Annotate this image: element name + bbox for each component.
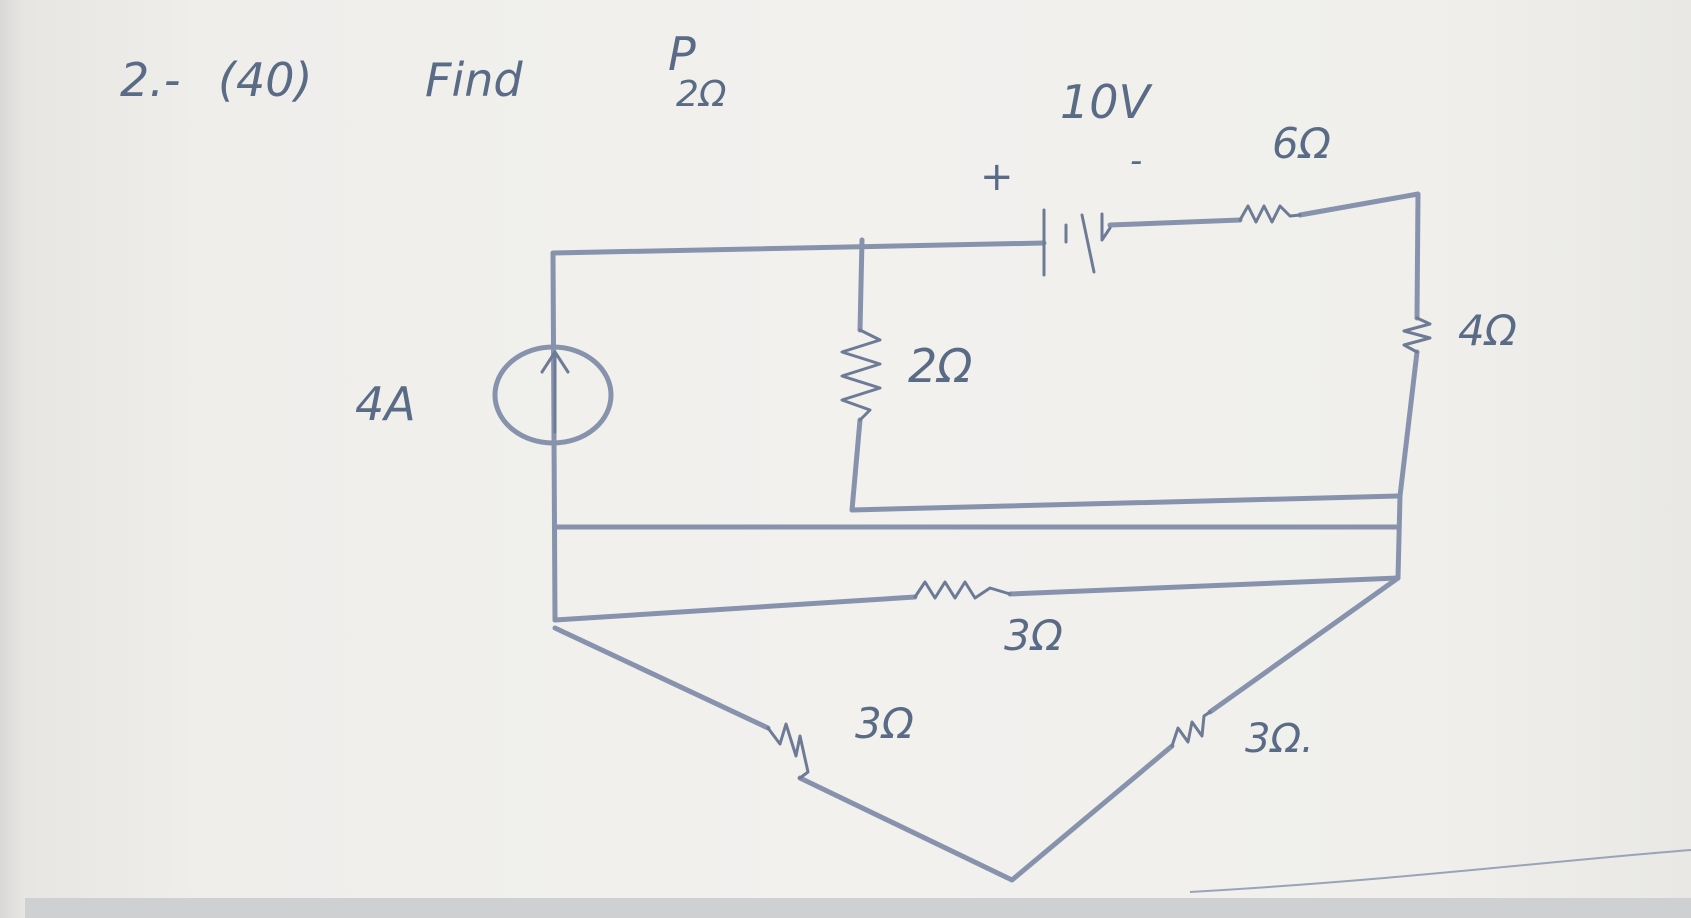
find-word: Find [425,53,523,107]
resistor-3-middle-label: 3Ω [1004,611,1063,660]
paper-fold-line [1189,849,1691,893]
right-vertical-wire [1397,349,1420,499]
left-vertical-wire [550,250,558,623]
page-edge-shadow [0,0,25,918]
resistor-3-ohm-right: 3Ω. [1170,710,1314,762]
power-subscript: 2Ω [676,74,727,115]
wires [550,191,1421,883]
resistor-6-label: 6Ω [1272,119,1331,168]
resistor-3-ohm-middle: 3Ω [913,580,1063,660]
top-right-wire [1297,191,1421,321]
top-left-wire [550,240,1047,256]
current-source-label: 4A [355,377,416,431]
right-lower-wire [1395,493,1403,581]
problem-title: 2.- (40) Find P 2Ω [120,27,727,115]
middle-rail-wire [849,493,1403,513]
page-bottom-strip [25,898,1691,918]
resistor-4-zigzag [1402,316,1432,354]
resistor-2-label: 2Ω [908,339,972,393]
top-mid-wire [1107,217,1243,228]
battery-plate-right [1100,212,1112,242]
resistor-3-right-zigzag [1170,710,1212,748]
battery-minus-sign: - [1130,141,1142,181]
resistor-4-label: 4Ω [1458,306,1517,355]
power-symbol: P [668,27,696,81]
resistor-3-right-label: 3Ω. [1245,716,1314,762]
mid-branch-bottom-wire [849,417,863,513]
problem-number: 2.- [120,53,181,107]
v-left-upper-wire [552,625,771,731]
mid3-left-wire [552,594,918,623]
mid3-right-wire [1007,575,1401,597]
voltage-source: + - 10V [980,75,1154,277]
resistor-2-ohm: 2Ω [840,328,972,422]
problem-points: (40) [218,53,312,107]
resistor-3-ohm-left: 3Ω [766,699,914,780]
current-source: 4A [355,344,614,446]
resistor-4-ohm: 4Ω [1402,306,1517,355]
resistor-3-middle-zigzag [913,580,1012,600]
resistor-3-left-zigzag [766,722,810,780]
battery-slash [1080,213,1096,274]
v-right-upper-wire [1207,575,1401,715]
battery-plus-sign: + [980,154,1014,200]
resistor-2-zigzag [840,328,882,422]
mid-branch-top-wire [857,237,865,333]
resistor-6-ohm: 6Ω [1238,119,1331,224]
current-source-circle [492,344,614,446]
resistor-3-left-label: 3Ω [855,699,914,748]
resistor-6-zigzag [1238,204,1302,224]
up-arrow-icon [540,350,570,374]
v-bottom-wire [797,743,1175,883]
voltage-source-label: 10V [1060,75,1154,129]
